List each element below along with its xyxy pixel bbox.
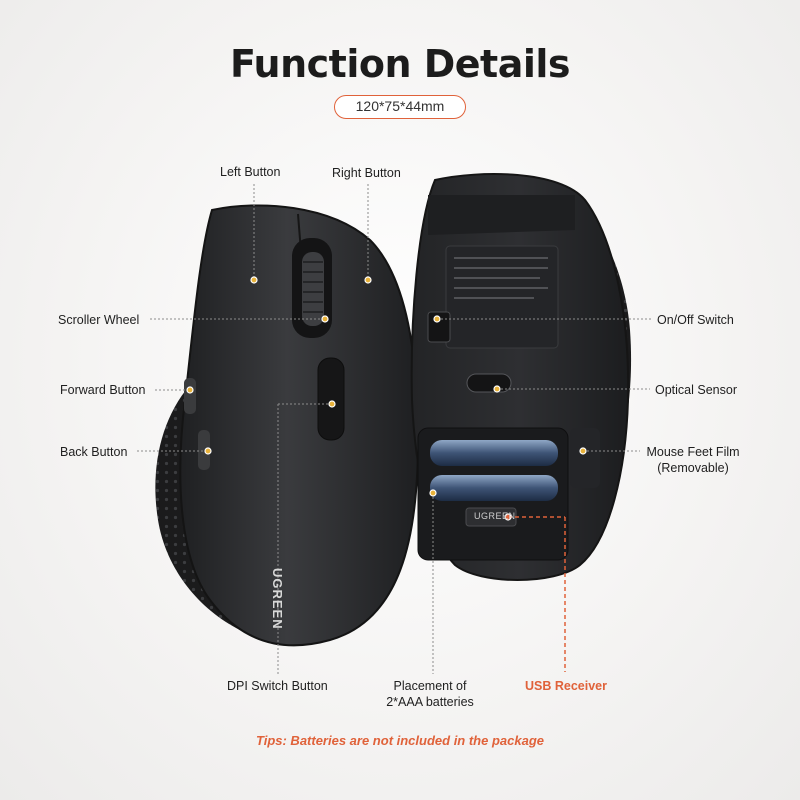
label-dpi-switch-button: DPI Switch Button — [227, 679, 328, 693]
label-scroller-wheel: Scroller Wheel — [58, 313, 140, 327]
battery-2 — [430, 475, 558, 501]
label-optical-sensor: Optical Sensor — [655, 383, 737, 397]
marker-feet-film — [579, 447, 587, 455]
marker-right-button — [364, 276, 372, 284]
label-mouse-feet-film: Mouse Feet Film (Removable) — [640, 444, 746, 476]
marker-scroller-wheel — [321, 315, 329, 323]
marker-back-button — [204, 447, 212, 455]
mouse-bottom-view — [410, 173, 632, 581]
mouse-feet-film — [570, 428, 600, 488]
forward-button — [184, 378, 196, 414]
label-mouse-feet-film-line2: (Removable) — [657, 461, 729, 475]
dpi-button — [317, 357, 345, 441]
label-on-off-switch: On/Off Switch — [657, 313, 734, 327]
marker-optical-sensor — [493, 385, 501, 393]
label-battery-placement: Placement of 2*AAA batteries — [380, 678, 480, 710]
label-usb-receiver: USB Receiver — [525, 679, 607, 693]
label-right-button: Right Button — [332, 166, 401, 180]
label-battery-placement-line2: 2*AAA batteries — [386, 695, 474, 709]
label-forward-button: Forward Button — [60, 383, 146, 397]
brand-logo: UGREEN — [270, 568, 285, 630]
label-left-button: Left Button — [220, 165, 281, 179]
page-title: Function Details — [229, 42, 571, 86]
label-mouse-feet-film-line1: Mouse Feet Film — [646, 445, 740, 459]
marker-on-off-switch — [433, 315, 441, 323]
receiver-logo: UGREEN — [474, 511, 516, 521]
spec-label-area — [445, 245, 559, 349]
tips-note: Tips: Batteries are not included in the … — [256, 733, 544, 748]
marker-dpi-switch — [328, 400, 336, 408]
marker-batteries — [429, 489, 437, 497]
label-battery-placement-line1: Placement of — [393, 679, 467, 693]
optical-sensor — [466, 373, 512, 393]
battery-1 — [430, 440, 558, 466]
mouse-top-view — [155, 204, 420, 647]
label-back-button: Back Button — [60, 445, 128, 459]
marker-left-button — [250, 276, 258, 284]
marker-forward-button — [186, 386, 194, 394]
back-button — [198, 430, 210, 470]
dimensions-badge: 120*75*44mm — [334, 95, 466, 119]
scroll-wheel — [302, 252, 324, 326]
marker-usb-receiver — [504, 513, 512, 521]
